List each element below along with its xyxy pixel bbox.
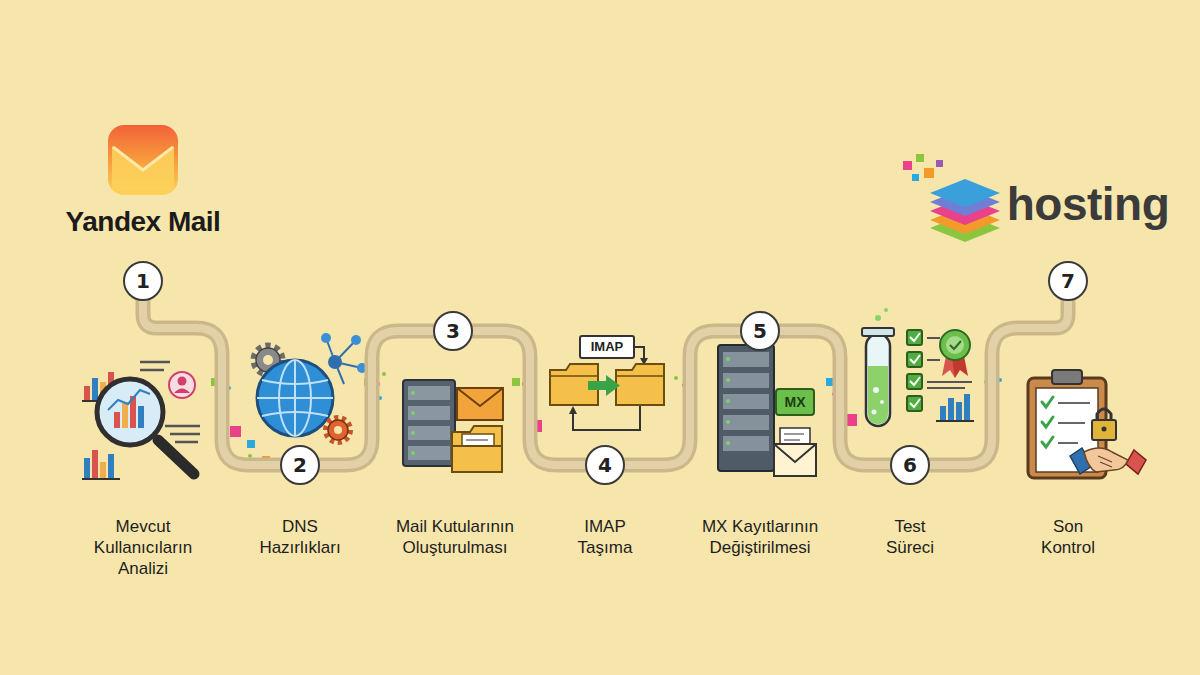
step-label: Mevcut Kullanıcıların Analizi [67, 516, 219, 579]
step-label: Son Kontrol [1031, 516, 1106, 558]
path-band [930, 301, 1068, 465]
yandex-logo-icon [108, 125, 178, 195]
path-band-outer [143, 301, 280, 465]
imap-transfer-icon [550, 336, 664, 430]
callout-number: 4 [598, 454, 612, 476]
path-band-inner [473, 331, 585, 465]
step-number-circle: 5 [740, 311, 780, 351]
step-number-circle: 4 [585, 445, 625, 485]
step-label: IMAP Taşıma [565, 516, 645, 558]
path-band [320, 331, 433, 465]
path-band-inner [625, 331, 740, 465]
mx-server-icon [718, 345, 816, 476]
step-number-circle: 7 [1048, 261, 1088, 301]
path-band [143, 301, 280, 465]
path-band [473, 331, 585, 465]
callout-number: 5 [753, 320, 767, 342]
callout-number: 3 [446, 320, 460, 342]
logo-text: hosting [983, 178, 1193, 230]
path-band-inner [143, 301, 280, 465]
step-label: Test Süreci [875, 516, 945, 558]
path-band [625, 331, 740, 465]
step-number-circle: 1 [123, 261, 163, 301]
test-icon [862, 308, 974, 426]
logo-text: Yandex Mail [28, 205, 258, 239]
path-band-inner [930, 301, 1068, 465]
icon-text: IMAP [580, 339, 634, 355]
path-band-outer [625, 331, 740, 465]
step-label: MX Kayıtlarının Değiştirilmesi [685, 516, 835, 558]
path-band-inner [320, 331, 433, 465]
path-band-outer [473, 331, 585, 465]
analysis-icon [82, 362, 200, 479]
mailbox-server-icon [403, 380, 503, 472]
path-band-outer [320, 331, 433, 465]
dns-globe-icon [254, 333, 367, 442]
icon-text: MX [776, 393, 814, 411]
callout-number: 6 [903, 454, 917, 476]
step-label: Mail Kutularının Oluşturulması [380, 516, 530, 558]
callout-number: 2 [293, 454, 307, 476]
callout-number: 1 [136, 270, 150, 292]
hosting-logo-icon [903, 154, 1000, 242]
step-label: DNS Hazırlıkları [250, 516, 350, 558]
path-band-outer [930, 301, 1068, 465]
step-number-circle: 6 [890, 445, 930, 485]
step-number-circle: 2 [280, 445, 320, 485]
callout-number: 7 [1061, 270, 1075, 292]
final-check-icon [1028, 370, 1146, 478]
step-number-circle: 3 [433, 311, 473, 351]
